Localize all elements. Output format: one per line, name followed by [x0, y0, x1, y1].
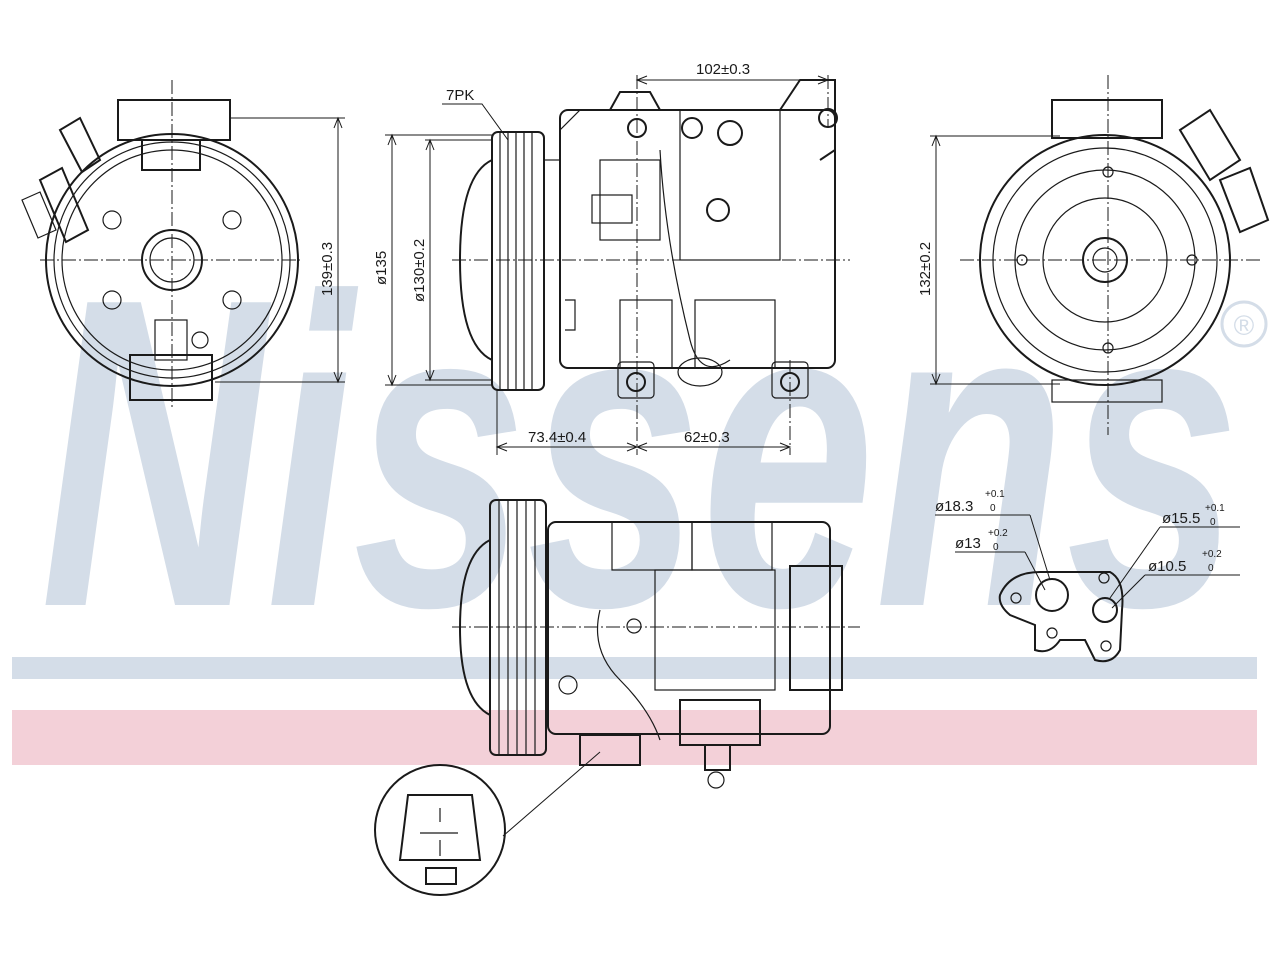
watermark-brand: Nissens	[40, 208, 1240, 699]
side-view: 102±0.3 7PK ø135 ø130±0.2 73.4±0.4 62±0.…	[373, 61, 850, 455]
dim-pulley-outer: ø135	[373, 251, 390, 285]
watermark-red-stripe	[12, 710, 1257, 765]
port-callout-2-sup: +0.2	[988, 528, 1008, 539]
registered-circle	[1220, 300, 1268, 348]
port-callout-4-sub: 0	[1208, 563, 1214, 574]
nissens-watermark: Nissens ®	[12, 208, 1268, 765]
port-callout-3-sub: 0	[1210, 517, 1216, 528]
dim-bottom-right: 62±0.3	[684, 429, 730, 446]
port-callout-2-base: ø13	[955, 535, 981, 552]
port-small	[1092, 597, 1118, 623]
port-large	[1035, 578, 1069, 612]
left-end-view: 139±0.3	[21, 80, 345, 410]
dim-left-height: 139±0.3	[319, 242, 336, 296]
registered-mark: ®	[1234, 310, 1255, 341]
top-view	[374, 499, 860, 896]
dim-top-width: 102±0.3	[696, 61, 750, 78]
port-callout-2-sub: 0	[993, 542, 999, 553]
belt-label: 7PK	[446, 87, 474, 104]
port-callout-1-base: ø18.3	[935, 498, 973, 515]
port-callout-3-base: ø15.5	[1162, 510, 1200, 527]
front-end-view: 132±0.2	[917, 75, 1270, 435]
dim-pulley-inner: ø130±0.2	[411, 239, 428, 302]
port-callout-4-base: ø10.5	[1148, 558, 1186, 575]
watermark-blue-stripe	[12, 657, 1257, 679]
port-callout-1-sub: 0	[990, 503, 996, 514]
dim-right-height: 132±0.2	[917, 242, 934, 296]
port-callout-3-sup: +0.1	[1205, 503, 1225, 514]
port-flange: ø18.3 +0.1 0 ø13 +0.2 0 ø15.5 +0.1 0 ø10…	[935, 489, 1240, 663]
connector-detail-circle	[374, 764, 506, 896]
dim-bottom-left: 73.4±0.4	[528, 429, 586, 446]
port-callout-1-sup: +0.1	[985, 489, 1005, 500]
port-callout-4-sup: +0.2	[1202, 549, 1222, 560]
